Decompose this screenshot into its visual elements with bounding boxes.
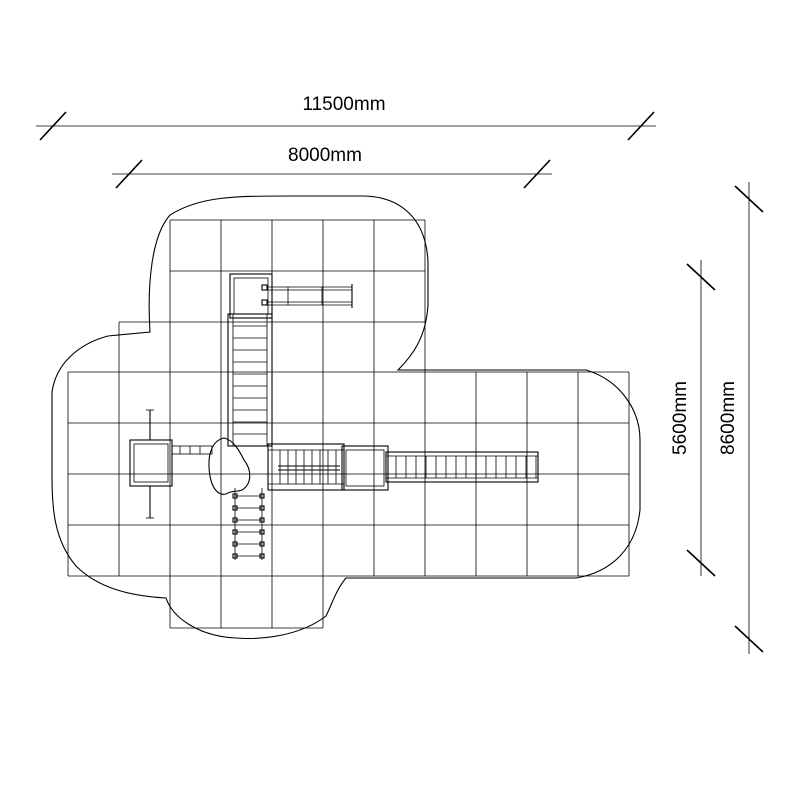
centre-platform: [267, 443, 345, 491]
ladder-joint: [232, 493, 238, 499]
ladder-joint: [259, 541, 265, 547]
play-depth-label: 5600mm: [670, 381, 691, 455]
play-equipment: [129, 273, 539, 560]
ladder-joint: [259, 553, 265, 559]
dimension-play-depth: 5600mm: [670, 260, 716, 577]
top-tower: [229, 273, 353, 319]
ladder-joint: [232, 529, 238, 535]
tile-grid: [67, 219, 630, 629]
ladder-joint: [232, 541, 238, 547]
play-width-label: 8000mm: [288, 145, 362, 166]
left-connector: [171, 445, 213, 455]
ladder-joint: [259, 505, 265, 511]
ladder-joint: [259, 529, 265, 535]
overall-depth-label: 8600mm: [718, 381, 739, 455]
lower-ladder: [232, 488, 265, 560]
ladder-joint: [259, 517, 265, 523]
vertical-ladder: [227, 313, 273, 447]
ladder-joint: [232, 505, 238, 511]
dimension-overall-depth: 8600mm: [718, 182, 764, 654]
ladder-joint: [232, 553, 238, 559]
dimension-play-width: 8000mm: [112, 145, 552, 189]
left-tower: [129, 409, 173, 519]
right-bridge: [385, 451, 539, 483]
ladder-joint: [232, 517, 238, 523]
ladder-joint: [259, 493, 265, 499]
safety-zone-outline: [51, 195, 641, 639]
overall-width-label: 11500mm: [302, 94, 385, 115]
right-tower: [341, 445, 389, 491]
dimension-overall-width: 11500mm: [36, 94, 656, 141]
